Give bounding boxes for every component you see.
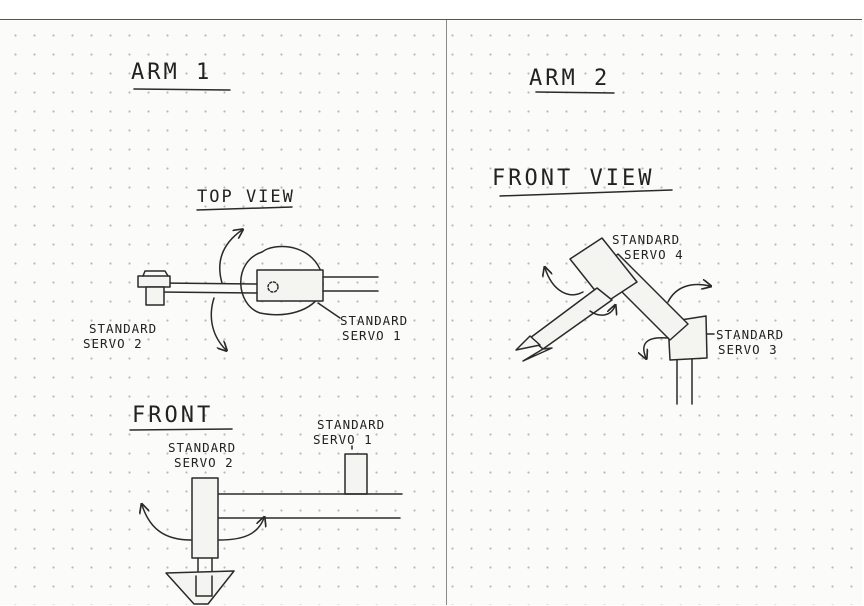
rotate-down-arrow (211, 298, 226, 350)
front-servo1-body (345, 454, 367, 494)
arm2-lower-rotate-arrow (644, 338, 668, 358)
arm2-base-post (677, 355, 692, 404)
front-arm1-underline (130, 429, 232, 430)
servo4-label: STANDARD SERVO 4 (612, 232, 684, 262)
top-servo1-label: STANDARD SERVO 1 (340, 313, 408, 343)
front-servo2-body (192, 478, 218, 558)
arm1-top-view-label: TOP VIEW (197, 187, 295, 207)
top-view-underline (197, 207, 292, 210)
rotate-up-arrow (220, 230, 242, 283)
front-rotate-right-arrow (219, 518, 264, 540)
servo3-label: STANDARD SERVO 3 (716, 327, 784, 357)
top-servo2-label: STANDARD SERVO 2 (83, 321, 157, 351)
arm2-front-view-drawing (516, 238, 714, 404)
arm2-gripper-jaw-right (523, 348, 552, 361)
servo2-top-body (138, 276, 170, 287)
arm1-title-underline (134, 89, 230, 90)
front-servo2-label: STANDARD SERVO 2 (168, 440, 236, 470)
arm2-title-underline (536, 92, 614, 93)
arm1-front-label: FRONT (132, 403, 213, 428)
servo2-top-base (146, 287, 164, 305)
front-rotate-left-arrow (142, 505, 191, 540)
arm2-right-rotate-arrow (668, 285, 710, 302)
arm2-front-view-label: FRONT VIEW (492, 166, 654, 191)
arm1-title: ARM 1 (131, 60, 212, 85)
front-arm-link (218, 494, 402, 518)
front-gripper (166, 571, 234, 604)
arm2-forearm-link (530, 288, 612, 349)
arm2-left-rotate-arrow (545, 268, 583, 295)
servo1-leader-line (318, 303, 340, 318)
arm2-title: ARM 2 (529, 66, 610, 91)
servo1-shaft (323, 277, 378, 291)
front-servo2-stem (198, 558, 212, 572)
front-servo1-label: STANDARD SERVO 1 (313, 417, 385, 447)
servo1-body (257, 270, 323, 301)
